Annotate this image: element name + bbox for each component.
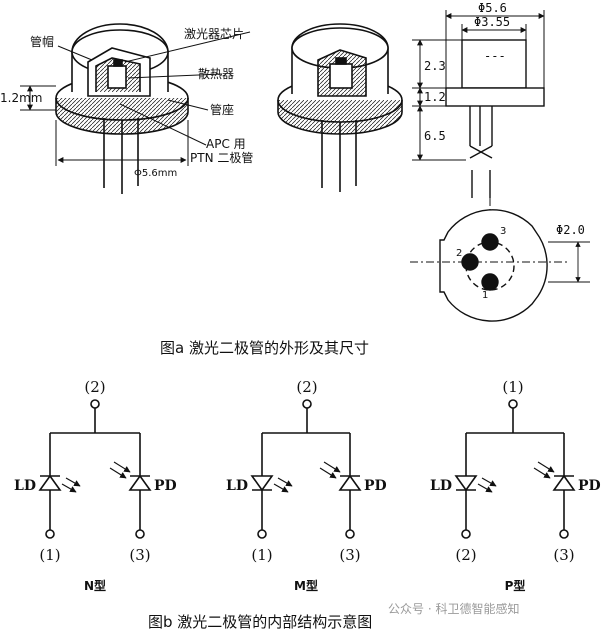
dim-outer-diameter: Φ5.6 <box>478 1 507 15</box>
type-label: M型 <box>294 578 318 593</box>
label-apc-line2: PTN 二极管 <box>190 150 253 165</box>
circuit-1 <box>38 399 152 539</box>
dim-cap-height: 2.3 <box>424 59 446 73</box>
label-base: 管座 <box>210 102 234 117</box>
left-pin-label: (2) <box>455 546 476 564</box>
pd-label: PD <box>578 478 601 494</box>
right-pin-label: (3) <box>129 546 150 564</box>
pin-number-left: 2 <box>456 248 462 259</box>
left-pin-label: (1) <box>251 546 272 564</box>
type-label: N型 <box>84 578 106 593</box>
ld-label: LD <box>430 478 452 494</box>
circuit-2-labels: (2) (1) (3) LD PD M型 <box>226 378 387 593</box>
label-apc-line1: APC 用 <box>206 137 246 151</box>
top-pin-label: (2) <box>296 378 317 396</box>
ld-label: LD <box>226 478 248 494</box>
watermark: 公众号 · 科卫德智能感知 <box>388 601 519 616</box>
dim-pin-circle: Φ2.0 <box>556 223 585 237</box>
pd-label: PD <box>364 478 387 494</box>
label-laser-chip: 激光器芯片 <box>184 27 244 41</box>
circuit-3-labels: (1) (2) (3) LD PD P型 <box>430 378 601 593</box>
package-cutaway-middle <box>277 23 403 192</box>
label-height: 1.2mm <box>0 91 42 105</box>
window-mark: --- <box>484 49 506 63</box>
pd-label: PD <box>154 478 177 494</box>
label-diameter: Φ5.6mm <box>134 168 177 179</box>
label-heatsink: 散热器 <box>198 66 234 81</box>
top-pin-label: (1) <box>502 378 523 396</box>
dim-cap-diameter: Φ3.55 <box>474 15 510 29</box>
dim-pin-length: 6.5 <box>424 129 446 143</box>
circuit-2 <box>250 399 362 539</box>
type-label: P型 <box>505 578 526 593</box>
figure-a-caption: 图a 激光二极管的外形及其尺寸 <box>160 339 369 357</box>
right-pin-label: (3) <box>339 546 360 564</box>
package-cutaway-left-dims <box>20 31 251 166</box>
top-pin-label: (2) <box>84 378 105 396</box>
pin-number-bottom: 1 <box>482 290 488 301</box>
figure-b-caption: 图b 激光二极管的内部结构示意图 <box>148 613 372 631</box>
circuit-1-labels: (2) (1) (3) LD PD N型 <box>14 378 177 593</box>
pin-number-top: 3 <box>500 226 506 237</box>
right-pin-label: (3) <box>553 546 574 564</box>
ld-label: LD <box>14 478 36 494</box>
package-bottom-view <box>410 209 590 322</box>
package-side-view <box>445 39 545 198</box>
label-cap: 管帽 <box>30 34 54 49</box>
dim-base-height: 1.2 <box>424 90 446 104</box>
circuit-3 <box>454 399 576 539</box>
circuit-diagrams: (2) (1) (3) LD PD N型 (2) (1) (3) LD PD M型 (1) (2) (3) L… <box>14 378 601 593</box>
left-pin-label: (1) <box>39 546 60 564</box>
